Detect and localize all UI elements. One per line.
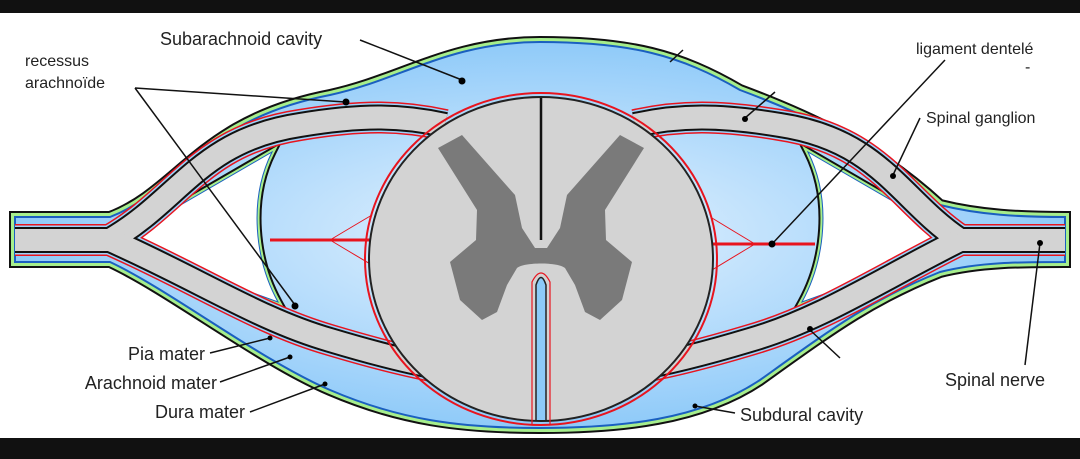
spinal-cord [364, 92, 718, 426]
nerve-roots [15, 101, 1065, 386]
leader-lines [134, 39, 1043, 414]
label-spinal-ganglion: Spinal ganglion [926, 110, 1035, 127]
anterior-median-fissure [535, 276, 547, 420]
label-recessus-line1: recessus [25, 53, 89, 70]
label-recessus-line2: arachnoïde [25, 75, 105, 92]
label-subdural-cavity: Subdural cavity [740, 405, 863, 425]
gray-matter [438, 135, 644, 320]
label-dura-mater: Dura mater [155, 402, 245, 422]
label-arachnoid-mater: Arachnoid mater [85, 373, 217, 393]
label-pia-mater: Pia mater [128, 344, 205, 364]
label-subarachnoid-cavity: Subarachnoid cavity [160, 29, 322, 49]
label-ligament-dash: - [1025, 59, 1030, 76]
label-ligament-dentele: ligament dentelé [916, 41, 1034, 58]
denticulate-ligaments [270, 214, 815, 271]
subdural-spaces [104, 140, 976, 311]
label-spinal-nerve: Spinal nerve [945, 370, 1045, 390]
